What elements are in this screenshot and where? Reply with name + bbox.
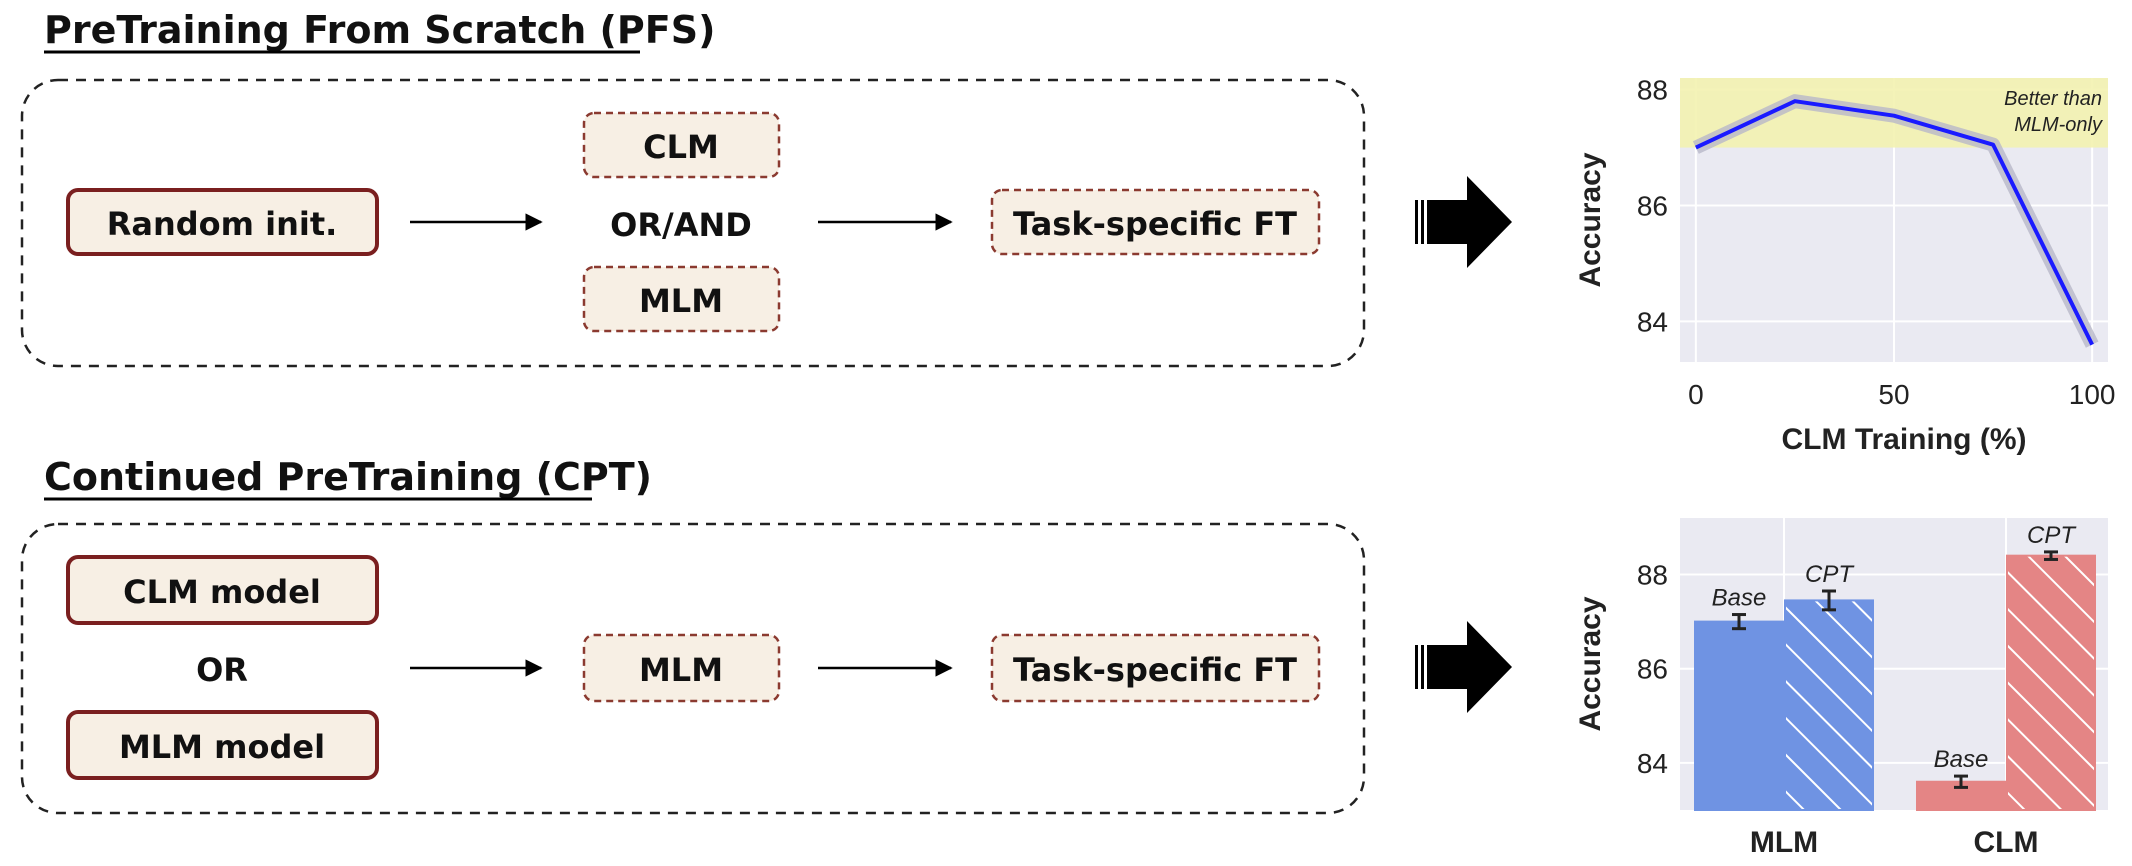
line-chart-ytick-label: 88 xyxy=(1637,75,1668,106)
pfs-mlm-label: MLM xyxy=(639,282,723,320)
pfs-finetune-box: Task-specific FT xyxy=(990,188,1321,256)
line-chart-series-line xyxy=(1695,99,2094,346)
pfs-title: PreTraining From Scratch (PFS) xyxy=(44,8,715,52)
bar-data-label: Base xyxy=(1712,585,1767,612)
pfs-or-and-label: OR/AND xyxy=(610,206,752,244)
line-chart-band-label-2: MLM-only xyxy=(2014,114,2103,136)
bar-chart-category-label: MLM xyxy=(1750,826,1818,859)
cpt-mlm-model-box: MLM model xyxy=(66,710,379,780)
bar-chart-ytick-label: 88 xyxy=(1637,560,1668,591)
bar-data-label: CPT xyxy=(2027,522,2077,549)
bar-data-label: CPT xyxy=(1805,561,1855,588)
cpt-finetune-box: Task-specific FT xyxy=(990,633,1321,703)
cpt-result-arrow-icon xyxy=(1415,621,1512,713)
bar-mlm-base xyxy=(1694,620,1784,812)
line-chart-xtick-label: 0 xyxy=(1688,379,1704,410)
line-chart-xtick-label: 50 xyxy=(1878,379,1909,410)
pfs-finetune-label: Task-specific FT xyxy=(1013,205,1297,243)
bar-chart-ytick-label: 86 xyxy=(1637,654,1668,685)
cpt-or-label: OR xyxy=(196,651,248,689)
pfs-clm-label: CLM xyxy=(643,128,719,166)
line-chart-xtick-label: 100 xyxy=(2069,379,2116,410)
pfs-mlm-box: MLM xyxy=(582,265,781,333)
cpt-mlm-box: MLM xyxy=(582,633,781,703)
cpt-mlm-label: MLM xyxy=(639,651,723,689)
pfs-random-init-label: Random init. xyxy=(107,205,338,243)
bar-mlm-cpt xyxy=(1784,599,1874,812)
line-chart-xlabel: CLM Training (%) xyxy=(1782,423,2027,456)
bar-chart-ytick-label: 84 xyxy=(1637,748,1668,779)
pfs-random-init-box: Random init. xyxy=(66,188,379,256)
cpt-mlm-model-label: MLM model xyxy=(119,728,325,766)
bar-chart-ylabel: Accuracy xyxy=(1574,596,1607,731)
cpt-container xyxy=(20,522,1366,815)
line-chart-ylabel: Accuracy xyxy=(1574,152,1607,287)
bar-chart-category-label: CLM xyxy=(1974,826,2039,859)
pfs-container xyxy=(20,78,1366,368)
line-chart-band-label-1: Better than xyxy=(2004,88,2102,110)
line-chart-ytick-label: 84 xyxy=(1637,306,1668,337)
cpt-title: Continued PreTraining (CPT) xyxy=(44,455,652,499)
pfs-result-arrow-icon xyxy=(1415,176,1512,268)
cpt-finetune-label: Task-specific FT xyxy=(1013,651,1297,689)
bar-clm-cpt xyxy=(2006,554,2096,812)
cpt-clm-model-label: CLM model xyxy=(123,573,321,611)
bar-data-label: Base xyxy=(1934,746,1989,773)
line-chart-ytick-label: 86 xyxy=(1637,191,1668,222)
pfs-clm-box: CLM xyxy=(582,111,781,179)
cpt-clm-model-box: CLM model xyxy=(66,555,379,625)
